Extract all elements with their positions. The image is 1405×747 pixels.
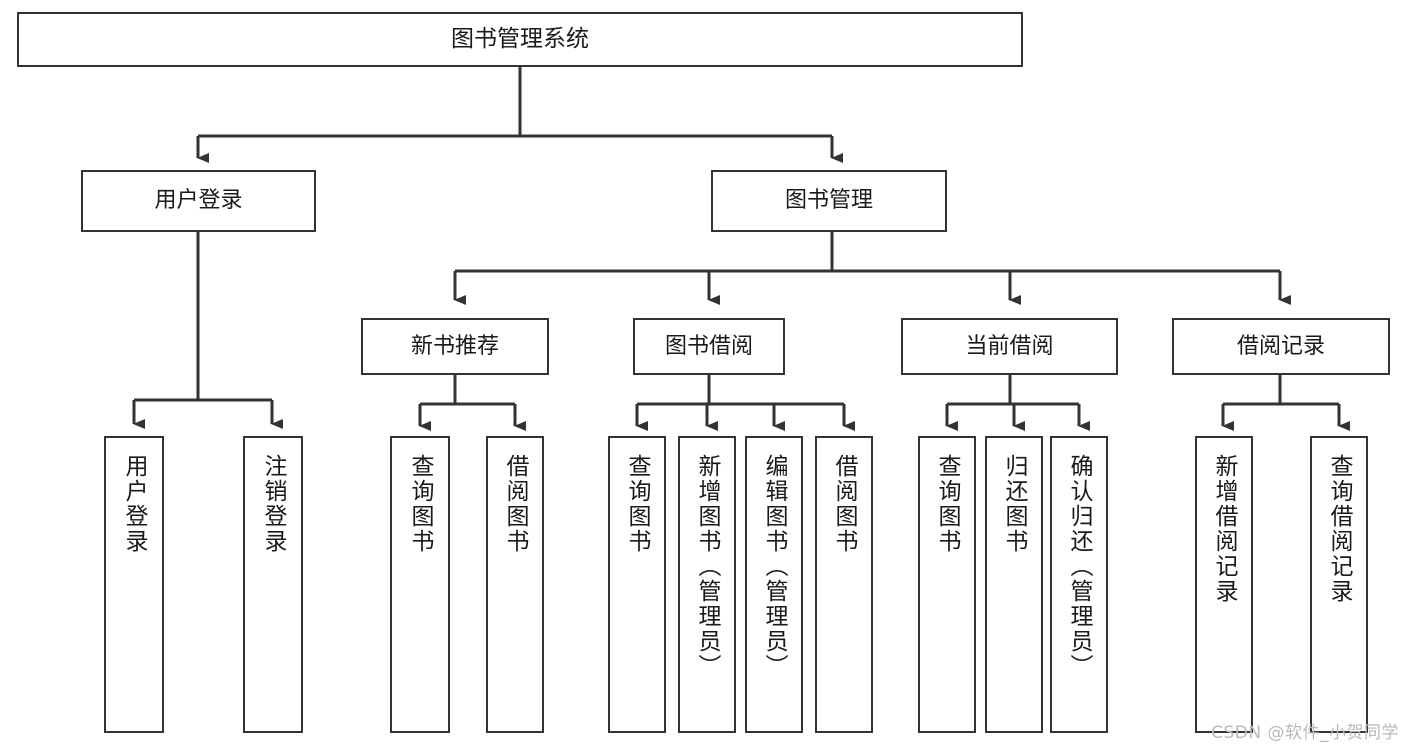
leaf-return-books[interactable]: 归还图书 — [985, 436, 1043, 733]
leaf-label: 查询图书 — [407, 454, 434, 554]
leaf-label: 查询图书 — [624, 454, 651, 554]
node-label: 图书管理 — [784, 188, 873, 213]
node-label: 图书借阅 — [664, 333, 753, 359]
node-label: 新书推荐 — [410, 333, 499, 359]
leaf-query-books-borrow[interactable]: 查询图书 — [608, 436, 666, 733]
leaf-label: 编辑图书（管理员） — [761, 454, 788, 679]
node-book-borrow[interactable]: 图书借阅 — [633, 318, 785, 375]
leaf-add-borrow-record[interactable]: 新增借阅记录 — [1195, 436, 1253, 733]
leaf-borrow-books-recommend[interactable]: 借阅图书 — [486, 436, 544, 733]
leaf-label: 查询借阅记录 — [1326, 454, 1353, 604]
leaf-confirm-return-admin[interactable]: 确认归还（管理员） — [1050, 436, 1108, 733]
leaf-user-login[interactable]: 用户登录 — [104, 436, 164, 733]
node-root[interactable]: 图书管理系统 — [17, 12, 1023, 67]
leaf-add-book-admin[interactable]: 新增图书（管理员） — [678, 436, 736, 733]
node-new-book-recommend[interactable]: 新书推荐 — [361, 318, 549, 375]
leaf-label: 新增借阅记录 — [1211, 454, 1238, 604]
node-current-borrow[interactable]: 当前借阅 — [901, 318, 1118, 375]
node-book-management[interactable]: 图书管理 — [711, 170, 947, 232]
leaf-label: 新增图书（管理员） — [694, 454, 721, 679]
leaf-borrow-books[interactable]: 借阅图书 — [815, 436, 873, 733]
leaf-label: 查询图书 — [934, 454, 961, 554]
node-label: 当前借阅 — [965, 333, 1054, 359]
leaf-label: 归还图书 — [1001, 454, 1028, 554]
node-label: 借阅记录 — [1236, 333, 1325, 359]
leaf-logout[interactable]: 注销登录 — [243, 436, 303, 733]
leaf-query-books-current[interactable]: 查询图书 — [918, 436, 976, 733]
watermark: CSDN @软件_小贺同学 — [1211, 723, 1399, 743]
leaf-label: 注销登录 — [260, 454, 287, 554]
leaf-label: 借阅图书 — [831, 454, 858, 554]
leaf-label: 用户登录 — [121, 454, 148, 554]
node-user-login[interactable]: 用户登录 — [81, 170, 316, 232]
leaf-query-borrow-record[interactable]: 查询借阅记录 — [1310, 436, 1368, 733]
node-root-label: 图书管理系统 — [451, 26, 589, 52]
node-borrow-records[interactable]: 借阅记录 — [1172, 318, 1390, 375]
leaf-label: 确认归还（管理员） — [1066, 454, 1093, 679]
node-label: 用户登录 — [154, 188, 243, 213]
leaf-label: 借阅图书 — [502, 454, 529, 554]
leaf-edit-book-admin[interactable]: 编辑图书（管理员） — [745, 436, 803, 733]
leaf-query-books-recommend[interactable]: 查询图书 — [390, 436, 450, 733]
